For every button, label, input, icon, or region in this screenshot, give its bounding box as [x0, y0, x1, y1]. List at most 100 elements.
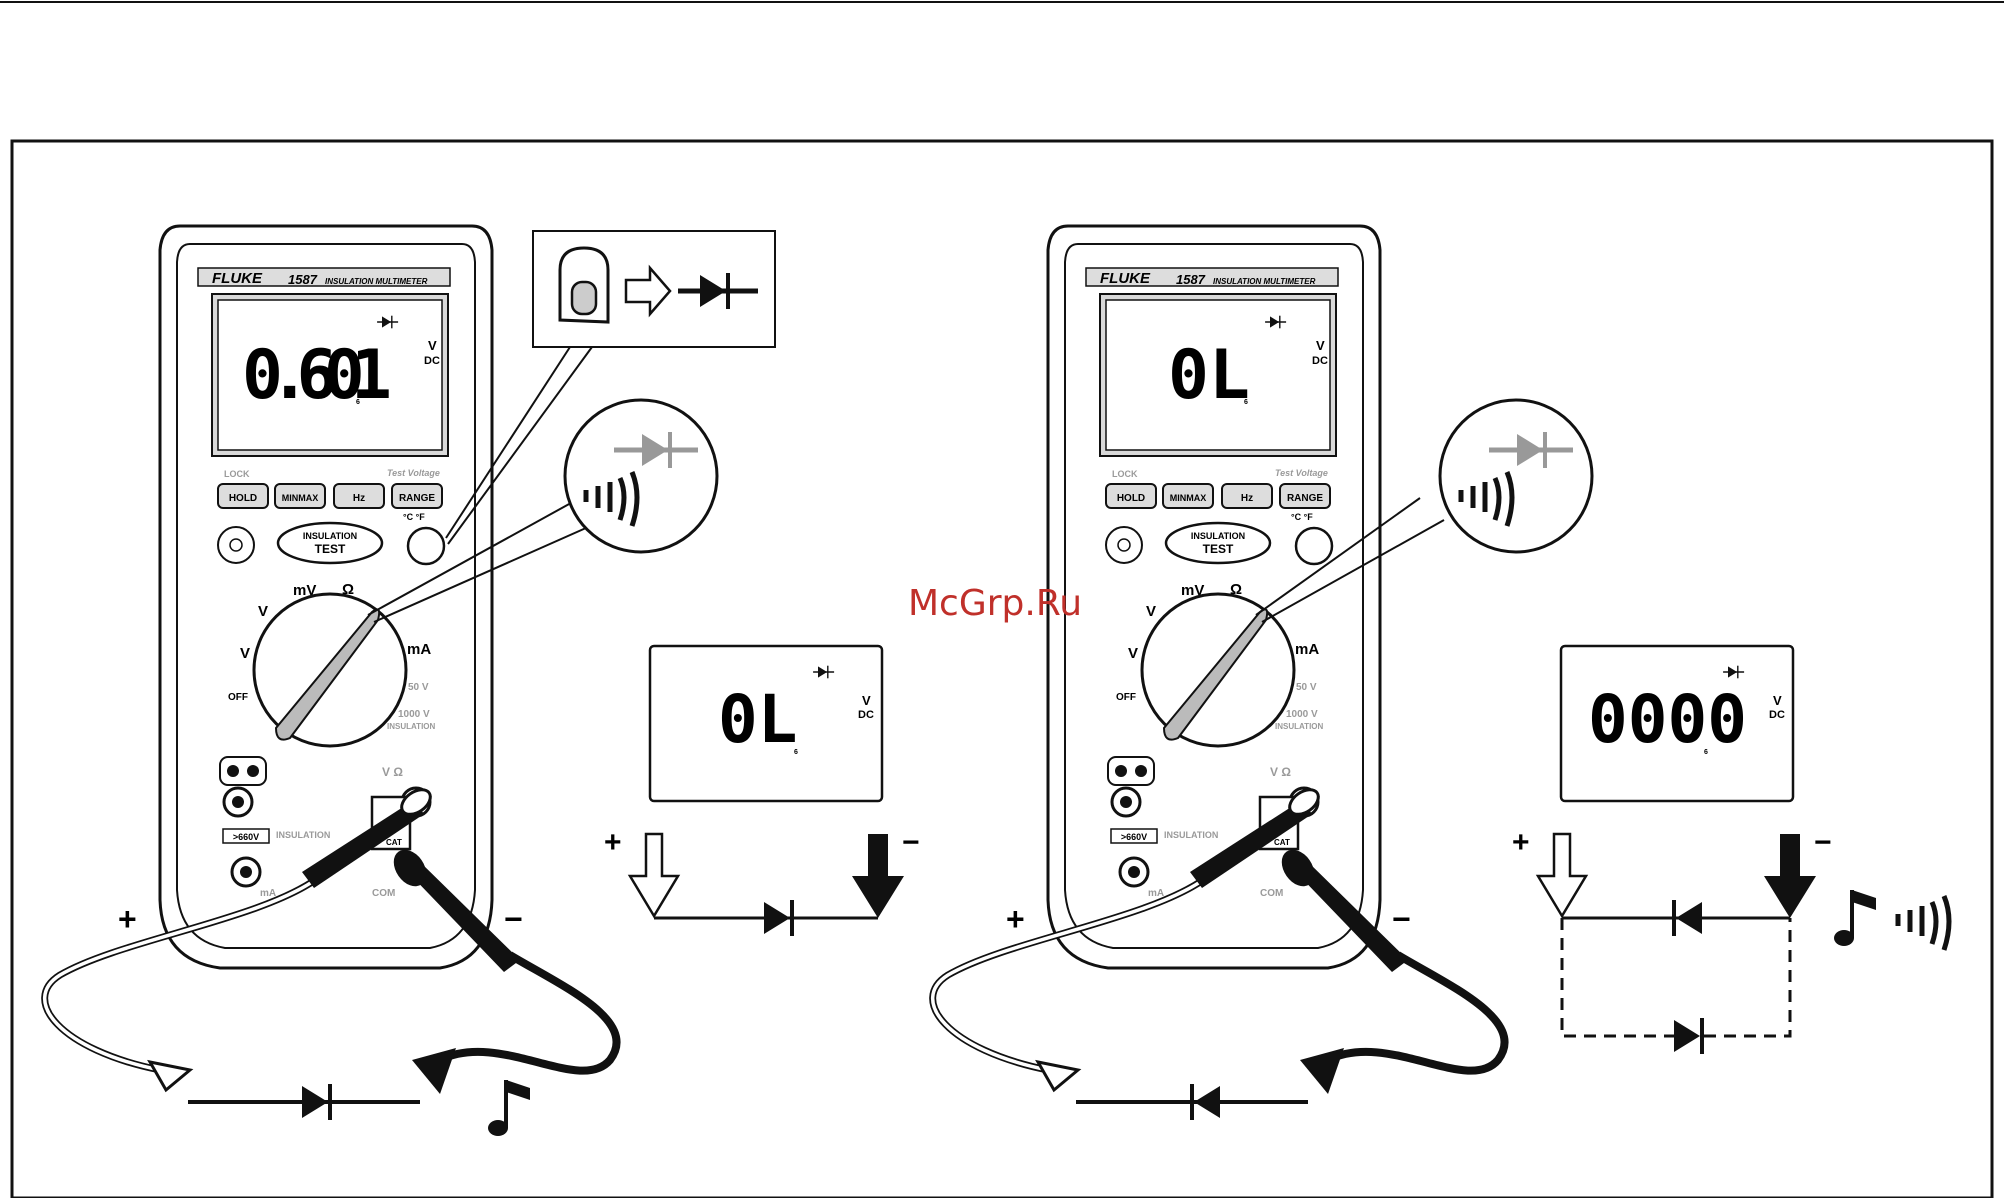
minus-arrow-right — [1300, 1048, 1344, 1094]
callout-select-diode — [445, 230, 776, 545]
inset-display-right: 0000 V DC 6 — [1559, 644, 1795, 803]
schematic-minus-arrow-right — [1764, 834, 1816, 918]
red-probe-tip — [1288, 788, 1320, 816]
lcd-screen — [1105, 299, 1331, 451]
hold-button[interactable]: HOLD — [217, 483, 269, 509]
warning-660v: >660V — [222, 828, 270, 844]
left-circuit-diode-icon — [300, 1082, 332, 1122]
brand-logo: FLUKE — [212, 270, 263, 287]
dial-label-insulation: INSULATION — [387, 722, 436, 731]
inset-sub-right: 6 — [1704, 749, 1708, 756]
schematic-dashed-diode — [1672, 1016, 1704, 1056]
backlight-button[interactable] — [217, 526, 255, 564]
schematic-plus-arrow-left — [627, 832, 681, 919]
schematic-minus-arrow-left — [852, 834, 904, 918]
lcd-unit-dc: DC — [424, 355, 440, 367]
schematic-right: + − — [1512, 826, 1952, 1056]
svg-text:RANGE: RANGE — [1287, 493, 1323, 504]
dial-label-v-dc: V — [1146, 603, 1156, 620]
right-meter: FLUKE 1587 INSULATION MULTIMETER 0L V DC… — [929, 224, 1509, 1122]
blue-button[interactable] — [406, 526, 446, 566]
terminal-v-label: V Ω — [382, 765, 403, 779]
minus-label-left: − — [504, 901, 523, 937]
minus-arrow-left — [412, 1048, 456, 1094]
backlight-button[interactable] — [1105, 526, 1143, 564]
terminal-com-label: COM — [1260, 888, 1283, 899]
warning-660v: >660V — [1110, 828, 1158, 844]
brand-logo: FLUKE — [1100, 270, 1151, 287]
dial-label-v-ac: V — [1128, 645, 1138, 662]
dial-label-mv: mV — [293, 582, 316, 599]
red-probe-tip — [400, 788, 432, 816]
beeper-icon-right — [1895, 895, 1952, 951]
diode-grey-icon — [614, 432, 698, 468]
dial-label-off: OFF — [228, 692, 248, 703]
temp-units-label: °C °F — [1291, 512, 1313, 522]
lcd-screen — [217, 299, 443, 451]
inset-reading-right: 0000 — [1588, 681, 1747, 758]
figure-frame — [10, 139, 1994, 1198]
dial-label-ohm: Ω — [342, 581, 354, 598]
range-button[interactable]: RANGE — [391, 483, 443, 509]
schematic-plus-left: + — [604, 826, 622, 859]
hold-button[interactable]: HOLD — [1105, 483, 1157, 509]
diode-indicator-icon — [1265, 315, 1287, 329]
dial-label-mv: mV — [1181, 582, 1204, 599]
dial-label-1000v: 1000 V — [1286, 709, 1318, 720]
schematic-left: + − — [604, 826, 920, 938]
watermark: McGrp.Ru — [908, 583, 1082, 624]
test-voltage-label: Test Voltage — [387, 468, 440, 478]
backlight-icon — [1117, 538, 1131, 552]
black-probe-lead — [1326, 951, 1509, 1075]
svg-text:Hz: Hz — [1241, 493, 1253, 504]
schematic-plus-arrow-right — [1535, 832, 1589, 919]
inset-unit-v-right: V — [1773, 693, 1782, 708]
black-probe-body — [1292, 860, 1408, 972]
red-probe-body — [1190, 800, 1312, 888]
lcd-reading: 0L — [1168, 336, 1250, 415]
magnifier-dial-left — [367, 398, 719, 623]
schematic-minus-left: − — [902, 826, 920, 859]
dial-label-insulation: INSULATION — [1275, 722, 1324, 731]
hz-button[interactable]: Hz — [333, 483, 385, 509]
dial-label-ohm: Ω — [1230, 581, 1242, 598]
svg-text:TEST: TEST — [315, 542, 346, 556]
dial-label-50v: 50 V — [1296, 682, 1317, 693]
minmax-button[interactable]: MINMAX — [1162, 483, 1214, 509]
terminal-insulation-label: INSULATION — [276, 830, 330, 840]
range-button[interactable]: RANGE — [1279, 483, 1331, 509]
diode-grey-icon — [1489, 432, 1573, 468]
svg-text:>660V: >660V — [233, 832, 259, 842]
black-probe-body — [404, 860, 520, 972]
minmax-button[interactable]: MINMAX — [274, 483, 326, 509]
lcd-unit-v: V — [428, 338, 437, 353]
blue-button[interactable] — [1294, 526, 1334, 566]
inset-sub-left: 6 — [794, 749, 798, 756]
brand-strip — [197, 267, 451, 287]
svg-text:HOLD: HOLD — [229, 493, 257, 504]
callout-pointer — [445, 346, 571, 539]
svg-text:MINMAX: MINMAX — [1170, 493, 1207, 503]
model-number: 1587 — [1176, 272, 1206, 287]
terminal-sensor — [1107, 756, 1155, 786]
terminal-sensor — [219, 756, 267, 786]
inset-unit-v-left: V — [862, 693, 871, 708]
schematic-plus-right: + — [1512, 826, 1530, 859]
plus-label-right: + — [1006, 901, 1025, 937]
schematic-diode-right — [1672, 898, 1704, 938]
hz-button[interactable]: Hz — [1221, 483, 1273, 509]
terminal-ma-label: mA — [1148, 888, 1164, 899]
dial-label-v-dc: V — [258, 603, 268, 620]
dial-label-50v: 50 V — [408, 682, 429, 693]
svg-text:TEST: TEST — [1203, 542, 1234, 556]
plus-arrow-right — [1035, 1059, 1082, 1093]
svg-text:INSULATION: INSULATION — [303, 531, 357, 541]
magnifier-dial-right — [1255, 398, 1594, 623]
lcd-sub: 6 — [356, 399, 360, 406]
svg-text:MINMAX: MINMAX — [282, 493, 319, 503]
lcd-unit-v: V — [1316, 338, 1325, 353]
model-subtitle: INSULATION MULTIMETER — [325, 277, 428, 286]
model-number: 1587 — [288, 272, 318, 287]
